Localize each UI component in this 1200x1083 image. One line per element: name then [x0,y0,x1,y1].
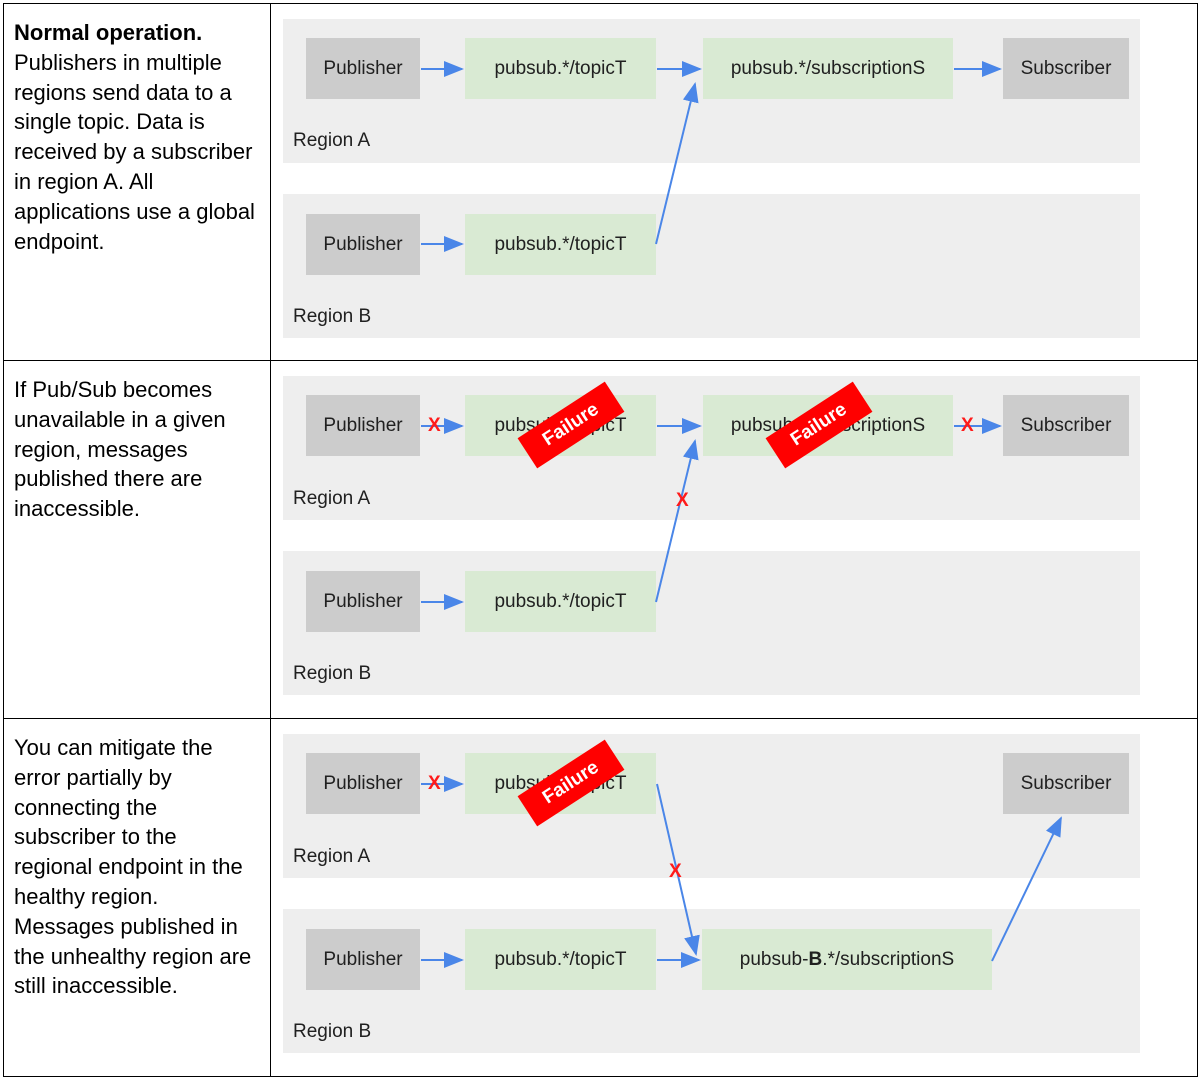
region-b-label: Region B [293,306,372,327]
blocked-mark-icon: X [669,861,682,882]
scenario-table: Normal operation. Publishers in multiple… [3,3,1198,1077]
scenario-row-mitigation: You can mitigate the error partially by … [3,718,1198,1077]
publisher-b: Publisher [306,571,420,632]
description-text: You can mitigate the error partially by … [14,735,252,999]
region-a-label: Region A [293,130,371,151]
diagram-cell: Region A Region B Publisher pubsub.*/top… [270,360,1198,719]
description-text: If Pub/Sub becomes unavailable in a give… [14,377,226,522]
diagram-cell: Region A Region B Publisher pubsub.*/top… [270,3,1198,361]
subscription-b-prefix: pubsub- [739,948,809,970]
description-text: Normal operation. Publishers in multiple… [4,4,270,256]
blocked-mark-icon: X [961,415,974,436]
region-b-label: Region B [293,1021,372,1042]
region-a [283,734,1140,878]
scenario-row-normal: Normal operation. Publishers in multiple… [3,3,1198,361]
region-b [283,551,1140,695]
subscription-a: pubsub.*/subscriptionS [703,38,953,99]
scenario-row-failure: If Pub/Sub becomes unavailable in a give… [3,360,1198,719]
diagram-mitigation: Region A Region B Publisher pubsub.*/top… [271,719,1197,1076]
topic-b: pubsub.*/topicT [465,929,656,990]
topic-b: pubsub.*/topicT [465,571,656,632]
arrow-subscription-b-to-subscriber [991,816,1062,962]
diagram-failure: Region A Region B Publisher pubsub.*/top… [271,361,1197,718]
arrow-topic-b-to-subscription-a [655,439,699,603]
subscription-b: pubsub-B.*/subscriptionS [702,929,992,990]
description-cell: If Pub/Sub becomes unavailable in a give… [3,360,271,719]
region-a-label: Region A [293,846,371,867]
description-body: Publishers in multiple regions send data… [14,49,255,254]
arrow-topic-b-to-subscription-a [655,82,699,245]
subscription-b-suffix: .*/subscriptionS [822,948,955,970]
topic-b: pubsub.*/topicT [465,214,656,275]
blocked-mark-icon: X [428,415,441,436]
publisher-b: Publisher [306,929,420,990]
flow-arrows [421,61,1002,252]
publisher-a: Publisher [306,395,420,456]
region-a-label: Region A [293,488,371,509]
publisher-a: Publisher [306,38,420,99]
description-cell: You can mitigate the error partially by … [3,718,271,1077]
subscriber-a: Subscriber [1003,38,1129,99]
region-b-label: Region B [293,663,372,684]
flow-arrows [421,418,1002,610]
topic-a: pubsub.*/topicT [465,38,656,99]
blocked-mark-icon: X [676,490,689,511]
subscriber-a: Subscriber [1003,395,1129,456]
diagram-normal: Region A Region B Publisher pubsub.*/top… [271,4,1197,360]
arrow-topic-a-to-subscription-b [656,783,700,956]
region-b [283,194,1140,338]
flow-arrows [421,776,1062,968]
publisher-b: Publisher [306,214,420,275]
description-cell: Normal operation. Publishers in multiple… [3,3,271,361]
subscription-b-region: B [808,948,823,970]
blocked-mark-icon: X [428,773,441,794]
diagram-cell: Region A Region B Publisher pubsub.*/top… [270,718,1198,1077]
publisher-a: Publisher [306,753,420,814]
subscriber-a: Subscriber [1003,753,1129,814]
description-bold: Normal operation. [14,20,203,45]
